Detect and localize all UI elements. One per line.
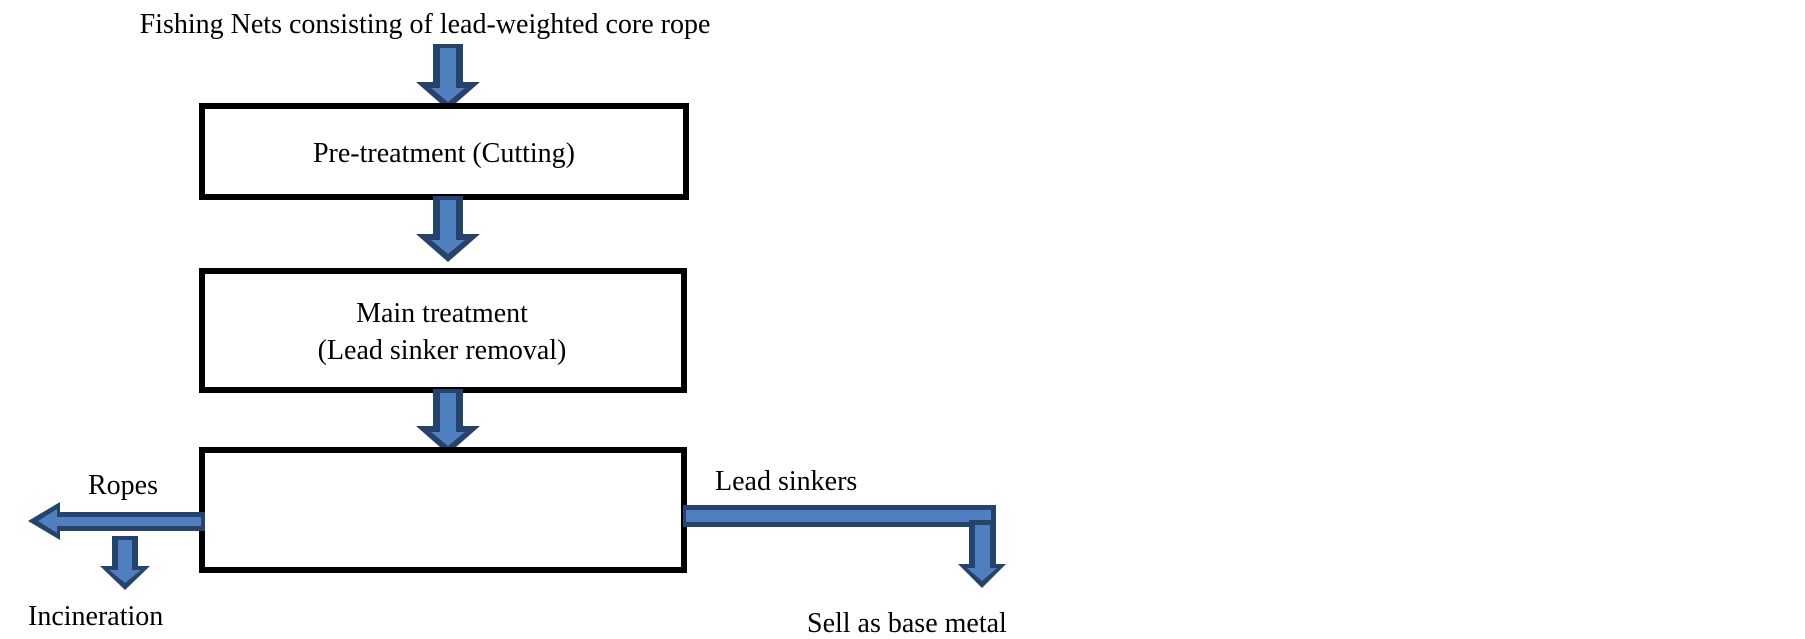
down-arrow-2 [416,389,480,454]
main-treatment-sublabel: (Lead sinker removal) [318,335,567,366]
ropes-label: Ropes [88,470,158,501]
right-arrow-lead-sinkers [683,505,996,527]
separation-box [199,447,687,573]
down-arrow-incineration [100,536,150,590]
pretreatment-label: Pre-treatment (Cutting) [313,138,575,169]
input-label: Fishing Nets consisting of lead-weighted… [140,9,711,40]
main-treatment-label: Main treatment [356,298,528,329]
main-treatment-box [199,268,687,393]
pretreatment-box [199,103,689,200]
down-arrow-input [416,44,480,110]
down-arrow-1 [416,196,480,262]
incineration-label: Incineration [28,601,163,632]
lead-sinkers-label: Lead sinkers [715,466,857,497]
left-arrow-ropes [28,502,205,540]
down-arrow-base-metal [958,520,1006,588]
sell-base-metal-label: Sell as base metal [807,608,1007,639]
